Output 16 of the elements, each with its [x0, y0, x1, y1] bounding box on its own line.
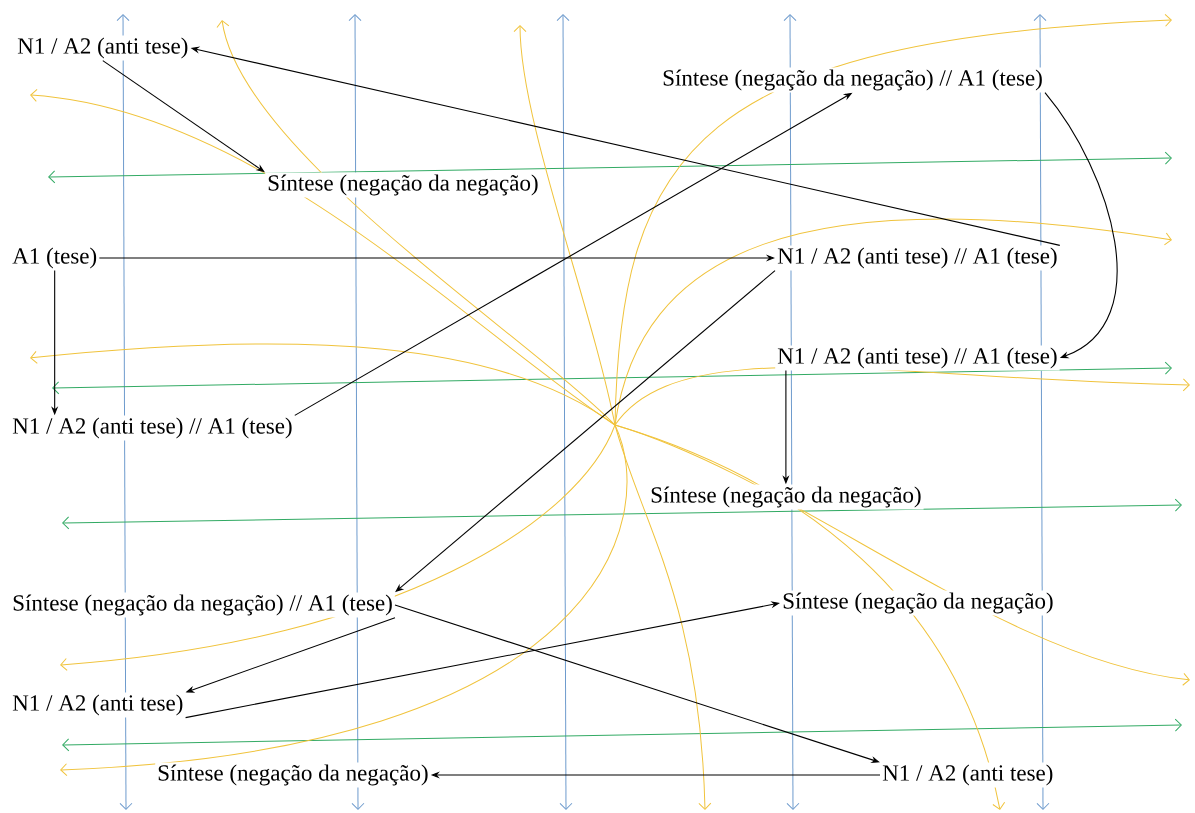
text-label: Síntese (negação da negação) // A1 (tese): [10, 592, 395, 618]
text-label: N1 / A2 (anti tese): [15, 35, 191, 61]
text-label: N1 / A2 (anti tese) // A1 (tese): [775, 345, 1060, 371]
text-label: Síntese (negação da negação): [648, 484, 924, 510]
text-label: Síntese (negação da negação): [155, 762, 431, 788]
text-label: Síntese (negação da negação): [780, 590, 1056, 616]
arrow: [1044, 92, 1118, 359]
text-label: Síntese (negação da negação) // A1 (tese): [660, 67, 1045, 93]
arrow: [185, 601, 780, 719]
arrow: [394, 604, 880, 763]
text-label: A1 (tese): [10, 245, 100, 271]
text-label: N1 / A2 (anti tese): [880, 762, 1056, 788]
text-label: N1 / A2 (anti tese) // A1 (tese): [10, 415, 295, 441]
text-label: N1 / A2 (anti tese) // A1 (tese): [775, 245, 1060, 271]
text-label: Síntese (negação da negação): [265, 172, 541, 198]
text-label: N1 / A2 (anti tese): [10, 692, 186, 718]
